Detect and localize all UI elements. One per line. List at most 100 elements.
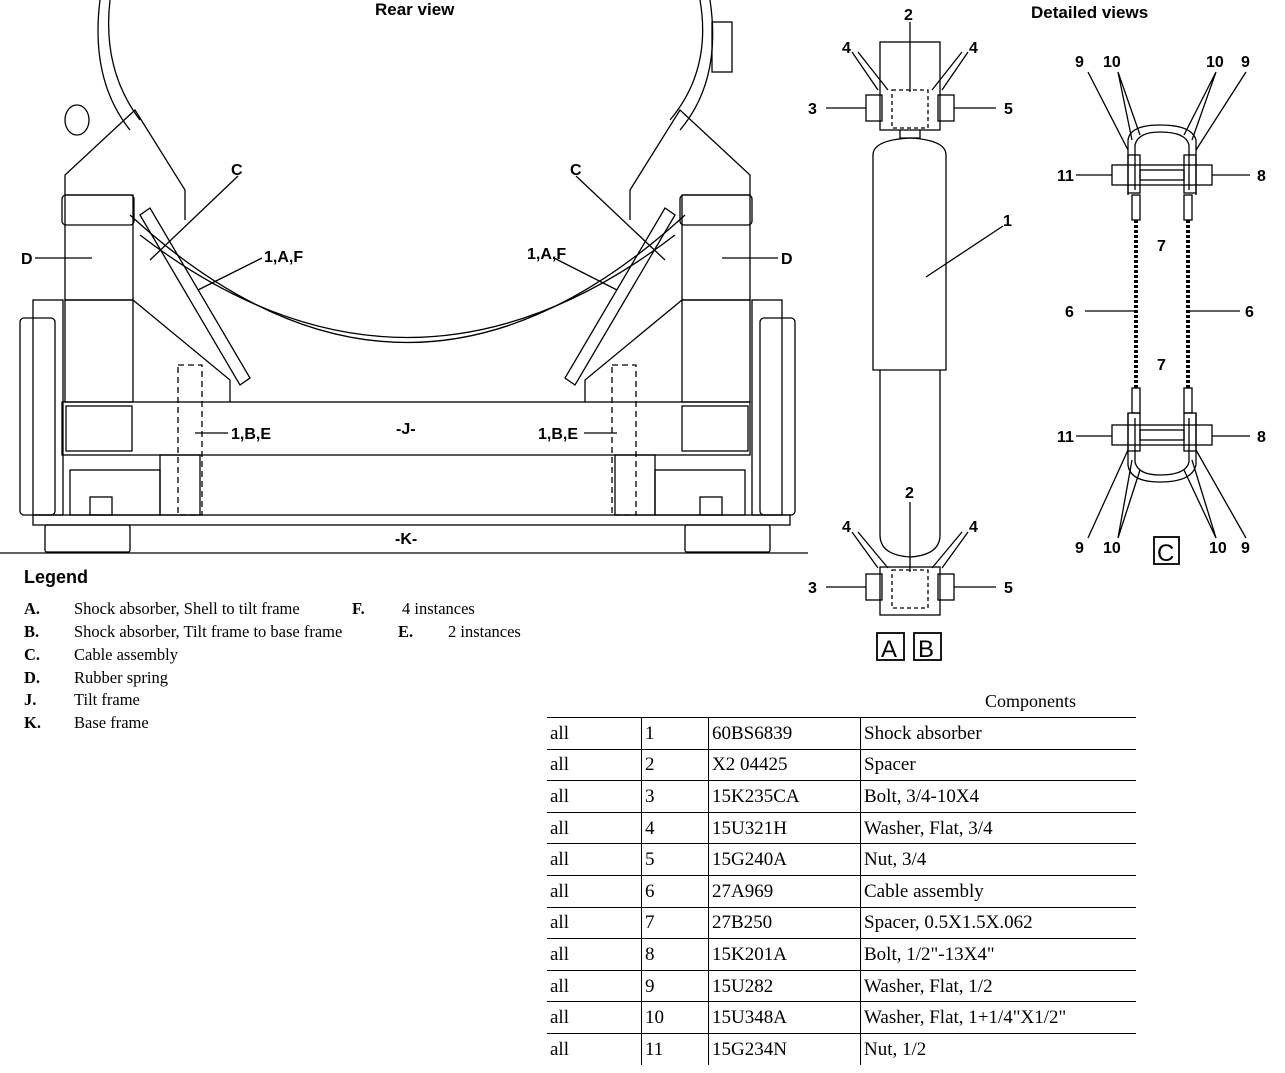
table-cell-item: 1 [641,717,709,750]
table-cell-part-number: 15K201A [708,938,861,971]
table-cell-description: Bolt, 3/4-10X4 [860,780,1136,813]
table-cell-usage: all [547,780,642,813]
callout-9-top-left: 9 [1075,54,1084,71]
label-c-left: C [231,162,243,179]
label-1be-left: 1,B,E [231,426,271,443]
table-cell-description: Washer, Flat, 1+1/4"X1/2" [860,1001,1136,1034]
table-cell-part-number: 27A969 [708,874,861,908]
legend-key: B. [24,622,40,641]
callout-4-bottom-right: 4 [969,519,978,536]
table-cell-item: 7 [641,906,709,939]
table-cell-part-number: 15U282 [708,969,861,1002]
legend-key: K. [24,713,41,732]
label-d-left: D [21,251,33,268]
table-cell-item: 9 [641,969,709,1002]
callout-7-bottom: 7 [1157,357,1166,374]
callout-2-bottom: 2 [905,485,914,502]
legend-key: F. [352,599,365,618]
legend-text: Shock absorber, Tilt frame to base frame [74,622,343,641]
table-cell-usage: all [547,717,642,750]
label-k: -K- [395,531,417,548]
callout-3-bottom: 3 [808,580,817,597]
shock-body [872,137,947,371]
table-cell-description: Cable assembly [860,874,1136,908]
callout-7-top: 7 [1157,238,1166,255]
callout-8-bottom: 8 [1257,429,1266,446]
components-title: Components [985,691,1077,711]
rear-view-drawing: Rear view [0,0,808,554]
label-1af-right: 1,A,F [527,246,566,263]
table-cell-item: 5 [641,843,709,876]
label-1af-left: 1,A,F [264,249,303,266]
legend-text: Rubber spring [74,668,168,687]
table-cell-usage: all [547,938,642,971]
table-cell-usage: all [547,906,642,939]
table-cell-item: 10 [641,1001,709,1034]
table-cell-description: Spacer, 0.5X1.5X.062 [860,906,1136,939]
base-frame [32,514,791,526]
label-c-right: C [570,162,582,179]
table-cell-item: 4 [641,811,709,844]
view-label-b: B [918,636,934,663]
callout-10-bottom-left: 10 [1103,540,1121,557]
table-cell-item: 2 [641,748,709,781]
shell [129,214,686,343]
callout-11-bottom: 11 [1057,429,1074,446]
detailed-views-title: Detailed views [1031,3,1148,22]
legend-text: Tilt frame [74,690,140,709]
table-cell-usage: all [547,811,642,844]
table-cell-description: Nut, 3/4 [860,843,1136,876]
callout-2-top: 2 [904,7,913,24]
callout-9-top-right: 9 [1241,54,1250,71]
callout-10-bottom-right: 10 [1209,540,1227,557]
rear-view-title: Rear view [375,0,455,19]
callout-9-bottom-left: 9 [1075,540,1084,557]
table-cell-part-number: 15U321H [708,811,861,844]
legend-key: D. [24,668,41,687]
table-cell-part-number: 15U348A [708,1001,861,1034]
table-cell-part-number: 15G240A [708,843,861,876]
table-cell-usage: all [547,969,642,1002]
table-cell-part-number: 15G234N [708,1032,861,1065]
label-1be-right: 1,B,E [538,426,578,443]
callout-6-right: 6 [1245,304,1254,321]
callout-6-left: 6 [1065,304,1074,321]
table-cell-item: 8 [641,938,709,971]
cable-assembly-detail: 9 10 10 9 11 8 7 6 6 7 11 8 9 10 10 9 C [1057,54,1266,567]
table-cell-item: 6 [641,874,709,908]
table-cell-description: Spacer [860,748,1136,781]
callout-4-top-right: 4 [969,40,978,57]
legend: Legend [24,567,88,594]
table-cell-part-number: X2 04425 [708,748,861,781]
legend-key: C. [24,645,41,664]
callout-5-bottom: 5 [1004,580,1013,597]
table-cell-usage: all [547,1001,642,1034]
table-cell-part-number: 60BS6839 [708,717,861,750]
shock-absorber-detail: Detailed views 2 4 4 3 5 1 2 4 4 3 5 A [808,3,1148,663]
callout-10-top-right: 10 [1206,54,1224,71]
legend-key: E. [398,622,414,641]
table-cell-description: Washer, Flat, 1/2 [860,969,1136,1002]
table-cell-item: 11 [641,1032,709,1065]
table-cell-usage: all [547,1032,642,1065]
table-cell-usage: all [547,748,642,781]
table-cell-usage: all [547,843,642,876]
callout-10-top-left: 10 [1103,54,1121,71]
table-cell-part-number: 15K235CA [708,780,861,813]
callout-3-top: 3 [808,101,817,118]
table-cell-description: Nut, 1/2 [860,1032,1136,1065]
table-cell-description: Washer, Flat, 3/4 [860,811,1136,844]
table-cell-description: Bolt, 1/2"-13X4" [860,938,1136,971]
legend-text: Shock absorber, Shell to tilt frame [74,599,300,618]
legend-text: Cable assembly [74,645,179,664]
